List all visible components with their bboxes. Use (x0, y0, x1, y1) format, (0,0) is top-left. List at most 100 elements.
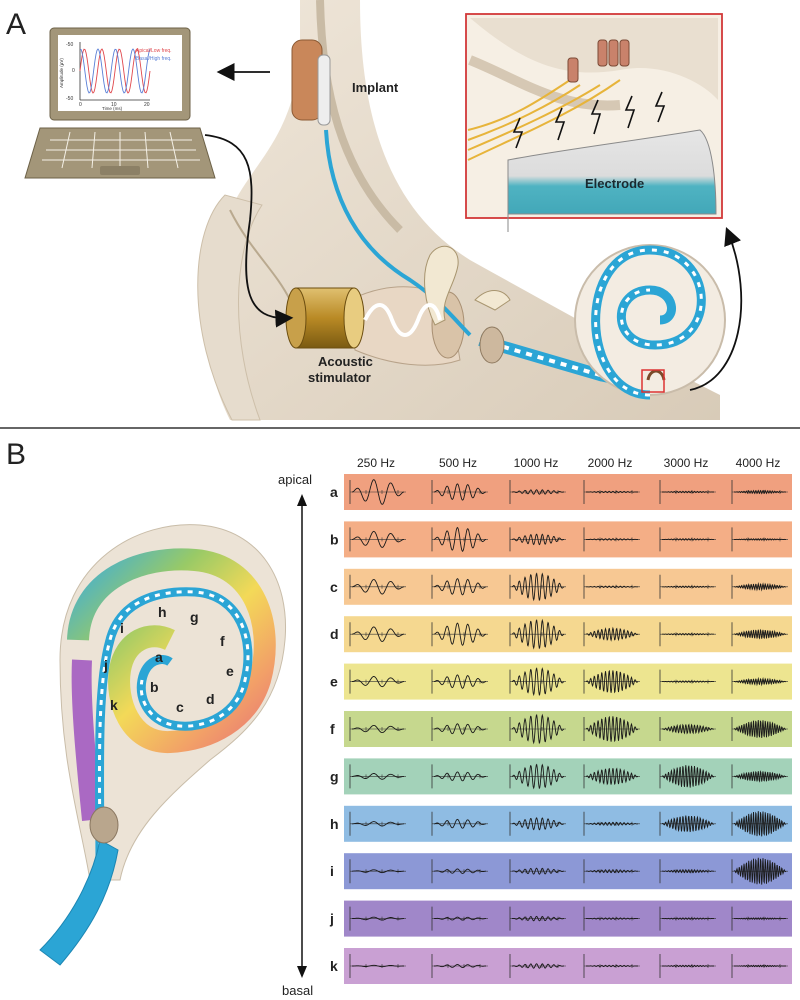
waveform-f-3 (585, 715, 639, 743)
trace-f-3 (583, 715, 640, 743)
trace-a-0 (349, 479, 406, 505)
waveform-k-1 (434, 964, 486, 968)
waveform-h-2 (511, 817, 565, 831)
trace-c-4 (659, 574, 716, 599)
waveform-g-2 (511, 763, 565, 790)
waveform-i-1 (434, 868, 486, 874)
row-band-f (344, 711, 792, 747)
row-letter-j: j (329, 911, 334, 927)
cochlea-letter-h: h (158, 604, 167, 620)
implant-lead-wire (324, 129, 472, 337)
cochlea-letter-a: a (155, 649, 163, 665)
laptop-to-stimulator-arrow (204, 134, 294, 328)
waveform-e-0 (352, 676, 404, 688)
panel-a-label: A (6, 8, 26, 41)
waveform-h-5 (733, 811, 787, 837)
waveform-c-5 (733, 582, 787, 592)
trace-d-2 (509, 618, 566, 650)
trace-j-2 (509, 906, 566, 931)
panel-b-label: B (6, 438, 26, 471)
trace-e-1 (431, 669, 488, 694)
hair-cells (567, 39, 630, 83)
waveform-c-1 (433, 578, 487, 596)
laptop-xtick-20: 20 (144, 102, 150, 108)
waveform-j-4 (662, 917, 714, 920)
cochlea-spiral-a (574, 244, 726, 400)
zoom-inset: Electrode (465, 13, 723, 232)
trace-f-2 (509, 713, 566, 745)
trace-e-4 (659, 669, 716, 694)
trace-i-0 (349, 859, 406, 884)
laptop-xtick-10: 10 (111, 102, 117, 108)
implant-label: Implant (352, 80, 399, 95)
trace-d-0 (349, 622, 406, 647)
waveform-k-3 (586, 964, 638, 968)
waveform-f-1 (434, 723, 486, 735)
laptop-xtick-0: 0 (79, 102, 82, 108)
waveform-d-4 (662, 632, 714, 636)
trace-j-1 (431, 906, 488, 931)
electrode-surface (507, 129, 717, 232)
waveform-c-2 (511, 572, 565, 602)
waveform-j-1 (434, 916, 486, 921)
trace-g-1 (431, 764, 488, 789)
trace-a-5 (731, 480, 788, 504)
trace-e-5 (731, 669, 788, 694)
trace-f-1 (431, 717, 488, 741)
trace-g-2 (509, 763, 566, 790)
zoom-arrow (689, 226, 743, 391)
row-letter-h: h (330, 816, 339, 832)
cochlea-letter-d: d (206, 691, 215, 707)
waveform-d-2 (511, 618, 565, 650)
waveform-c-4 (662, 585, 714, 589)
waveform-h-3 (586, 821, 638, 826)
trace-j-0 (349, 906, 406, 931)
freq-header-2000hz: 2000 Hz (588, 456, 633, 470)
axis-apical-label: apical (278, 472, 312, 487)
waveform-i-2 (512, 867, 564, 875)
trace-d-3 (583, 622, 640, 647)
waveform-d-1 (433, 622, 487, 646)
waveform-b-1 (433, 526, 487, 552)
waveform-a-5 (734, 489, 786, 495)
trace-j-5 (731, 906, 788, 931)
waveform-g-0 (352, 773, 404, 780)
waveform-a-3 (586, 490, 638, 494)
row-letter-a: a (330, 484, 338, 500)
freq-header-500hz: 500 Hz (439, 456, 477, 470)
waveform-i-5 (733, 857, 787, 885)
freq-header-250hz: 250 Hz (357, 456, 395, 470)
cochlea-spiral-b (39, 524, 287, 966)
trace-b-4 (659, 527, 716, 552)
cochlea-letter-g: g (190, 609, 199, 625)
trace-e-2 (509, 667, 566, 697)
row-b: b (330, 521, 792, 558)
waveform-a-1 (433, 483, 487, 501)
trace-g-5 (731, 764, 788, 789)
trace-d-5 (731, 622, 788, 647)
trace-d-1 (431, 622, 488, 647)
trace-j-4 (659, 906, 716, 931)
nerve-fibers (467, 79, 621, 161)
row-band-e (344, 663, 792, 700)
waveform-b-2 (511, 533, 565, 546)
row-f: f (330, 711, 792, 747)
laptop-apical-trace (79, 48, 151, 94)
laptop-plot: -50 0 -50 0 10 20 Time (ms) Amplitude (µ… (59, 42, 172, 111)
waveform-f-0 (352, 724, 404, 734)
row-band-k (344, 948, 792, 984)
waveform-h-4 (661, 815, 715, 833)
row-letter-k: k (330, 958, 338, 974)
row-letter-d: d (330, 626, 339, 642)
waveform-c-0 (352, 579, 404, 595)
trace-b-2 (509, 527, 566, 552)
cochlea-letter-b: b (150, 679, 159, 695)
row-a: a (330, 474, 792, 510)
trace-k-2 (509, 954, 566, 978)
row-band-i (344, 853, 792, 890)
